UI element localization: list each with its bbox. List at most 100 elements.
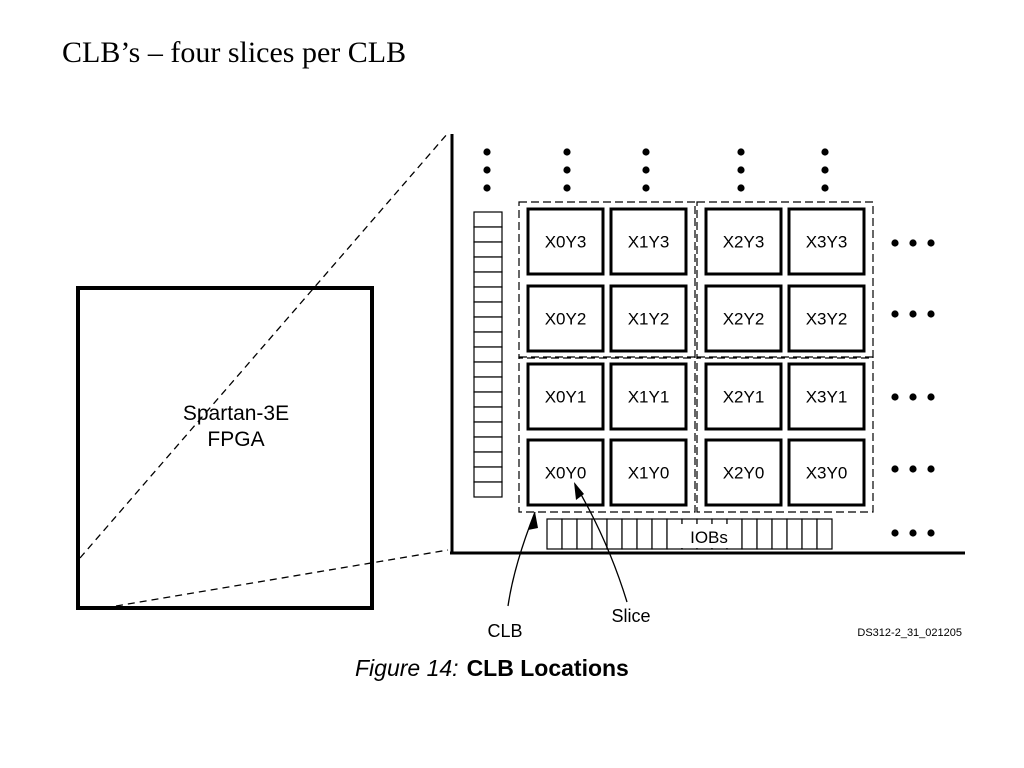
iob-cell xyxy=(741,518,758,550)
slice-label: X2Y0 xyxy=(723,464,765,483)
iob-cell xyxy=(473,211,503,228)
iob-cell xyxy=(473,271,503,288)
slice-cell: X1Y0 xyxy=(609,438,688,507)
iob-label: IOBs xyxy=(690,528,728,547)
iob-cell xyxy=(801,518,818,550)
slice-label: X0Y1 xyxy=(545,388,587,407)
dot xyxy=(563,184,571,192)
iob-cell xyxy=(473,391,503,408)
iob-cell xyxy=(473,406,503,423)
iob-column-left xyxy=(473,211,503,498)
iob-cell xyxy=(546,518,563,550)
iob-cell xyxy=(606,518,623,550)
iob-cell xyxy=(636,518,653,550)
slice-label: X1Y2 xyxy=(628,310,670,329)
slice-cell: X0Y2 xyxy=(526,284,605,353)
slice-cell: X0Y3 xyxy=(526,207,605,276)
doc-id-label: DS312-2_31_021205 xyxy=(857,627,962,639)
dot xyxy=(563,148,571,156)
iob-cell xyxy=(473,451,503,468)
iob-cell xyxy=(473,361,503,378)
iob-cell xyxy=(473,481,503,498)
iob-cell xyxy=(561,518,578,550)
slice-label: X0Y3 xyxy=(545,233,587,252)
iob-cell xyxy=(473,346,503,363)
dot xyxy=(891,529,899,537)
dot xyxy=(483,184,491,192)
iob-cell xyxy=(473,301,503,318)
iob-cell xyxy=(621,518,638,550)
caption-title: CLB Locations xyxy=(466,655,629,681)
dot xyxy=(737,184,745,192)
slice-cell: X2Y2 xyxy=(704,284,783,353)
dot xyxy=(642,184,650,192)
slice-cell: X2Y0 xyxy=(704,438,783,507)
slice-callout-label: Slice xyxy=(611,606,650,626)
slice-label: X2Y2 xyxy=(723,310,765,329)
dot xyxy=(891,465,899,473)
slice-label: X3Y1 xyxy=(806,388,848,407)
caption-number: Figure 14: xyxy=(355,655,459,681)
clb-outline xyxy=(518,356,696,513)
dot xyxy=(642,166,650,174)
iob-cell xyxy=(473,466,503,483)
slice-label: X3Y3 xyxy=(806,233,848,252)
slice-label: X3Y0 xyxy=(806,464,848,483)
iob-cell xyxy=(473,286,503,303)
slice-label: X2Y3 xyxy=(723,233,765,252)
iob-cell xyxy=(473,421,503,438)
iob-cell xyxy=(473,241,503,258)
iob-cell xyxy=(816,518,833,550)
clb-outline xyxy=(696,356,874,513)
dot xyxy=(909,529,917,537)
iob-cell xyxy=(473,436,503,453)
slice-cell: X3Y1 xyxy=(787,362,866,431)
dot xyxy=(909,465,917,473)
clb-callout-label: CLB xyxy=(487,621,522,641)
slice-cell: X0Y0 xyxy=(526,438,605,507)
zoom-axes xyxy=(450,134,965,555)
slice-cell: X2Y1 xyxy=(704,362,783,431)
dot xyxy=(927,310,935,318)
slice-cell: X3Y2 xyxy=(787,284,866,353)
slide-title: CLB’s – four slices per CLB xyxy=(62,36,407,69)
figure-caption: Figure 14: CLB Locations xyxy=(355,655,629,682)
dot xyxy=(821,148,829,156)
slice-cell: X1Y3 xyxy=(609,207,688,276)
slice-cell: X2Y3 xyxy=(704,207,783,276)
slice-label: X0Y0 xyxy=(545,464,587,483)
dot xyxy=(891,239,899,247)
slice-callout-arrow xyxy=(574,482,628,603)
clb-callout-arrow xyxy=(507,511,538,607)
dot xyxy=(927,393,935,401)
dot xyxy=(927,529,935,537)
iob-cell xyxy=(473,376,503,393)
iob-cell xyxy=(786,518,803,550)
fpga-label-line2: FPGA xyxy=(207,428,264,451)
iob-cell xyxy=(576,518,593,550)
dot xyxy=(737,166,745,174)
clb-outline xyxy=(518,201,696,359)
dot xyxy=(821,166,829,174)
dot xyxy=(927,465,935,473)
dot xyxy=(891,310,899,318)
slice-cell: X1Y2 xyxy=(609,284,688,353)
iob-cell xyxy=(666,518,683,550)
continuation-dots-top xyxy=(483,148,829,192)
dot xyxy=(563,166,571,174)
dot xyxy=(737,148,745,156)
slice-label: X0Y2 xyxy=(545,310,587,329)
iob-cell xyxy=(771,518,788,550)
slice-label: X3Y2 xyxy=(806,310,848,329)
continuation-dots-right xyxy=(891,239,935,537)
slice-label: X1Y1 xyxy=(628,388,670,407)
iob-cell xyxy=(591,518,608,550)
iob-cell xyxy=(473,226,503,243)
zoom-projection-lines xyxy=(79,132,449,607)
dot xyxy=(909,393,917,401)
dot xyxy=(642,148,650,156)
dot xyxy=(909,310,917,318)
slice-label: X1Y3 xyxy=(628,233,670,252)
dot xyxy=(927,239,935,247)
slice-cell: X1Y1 xyxy=(609,362,688,431)
